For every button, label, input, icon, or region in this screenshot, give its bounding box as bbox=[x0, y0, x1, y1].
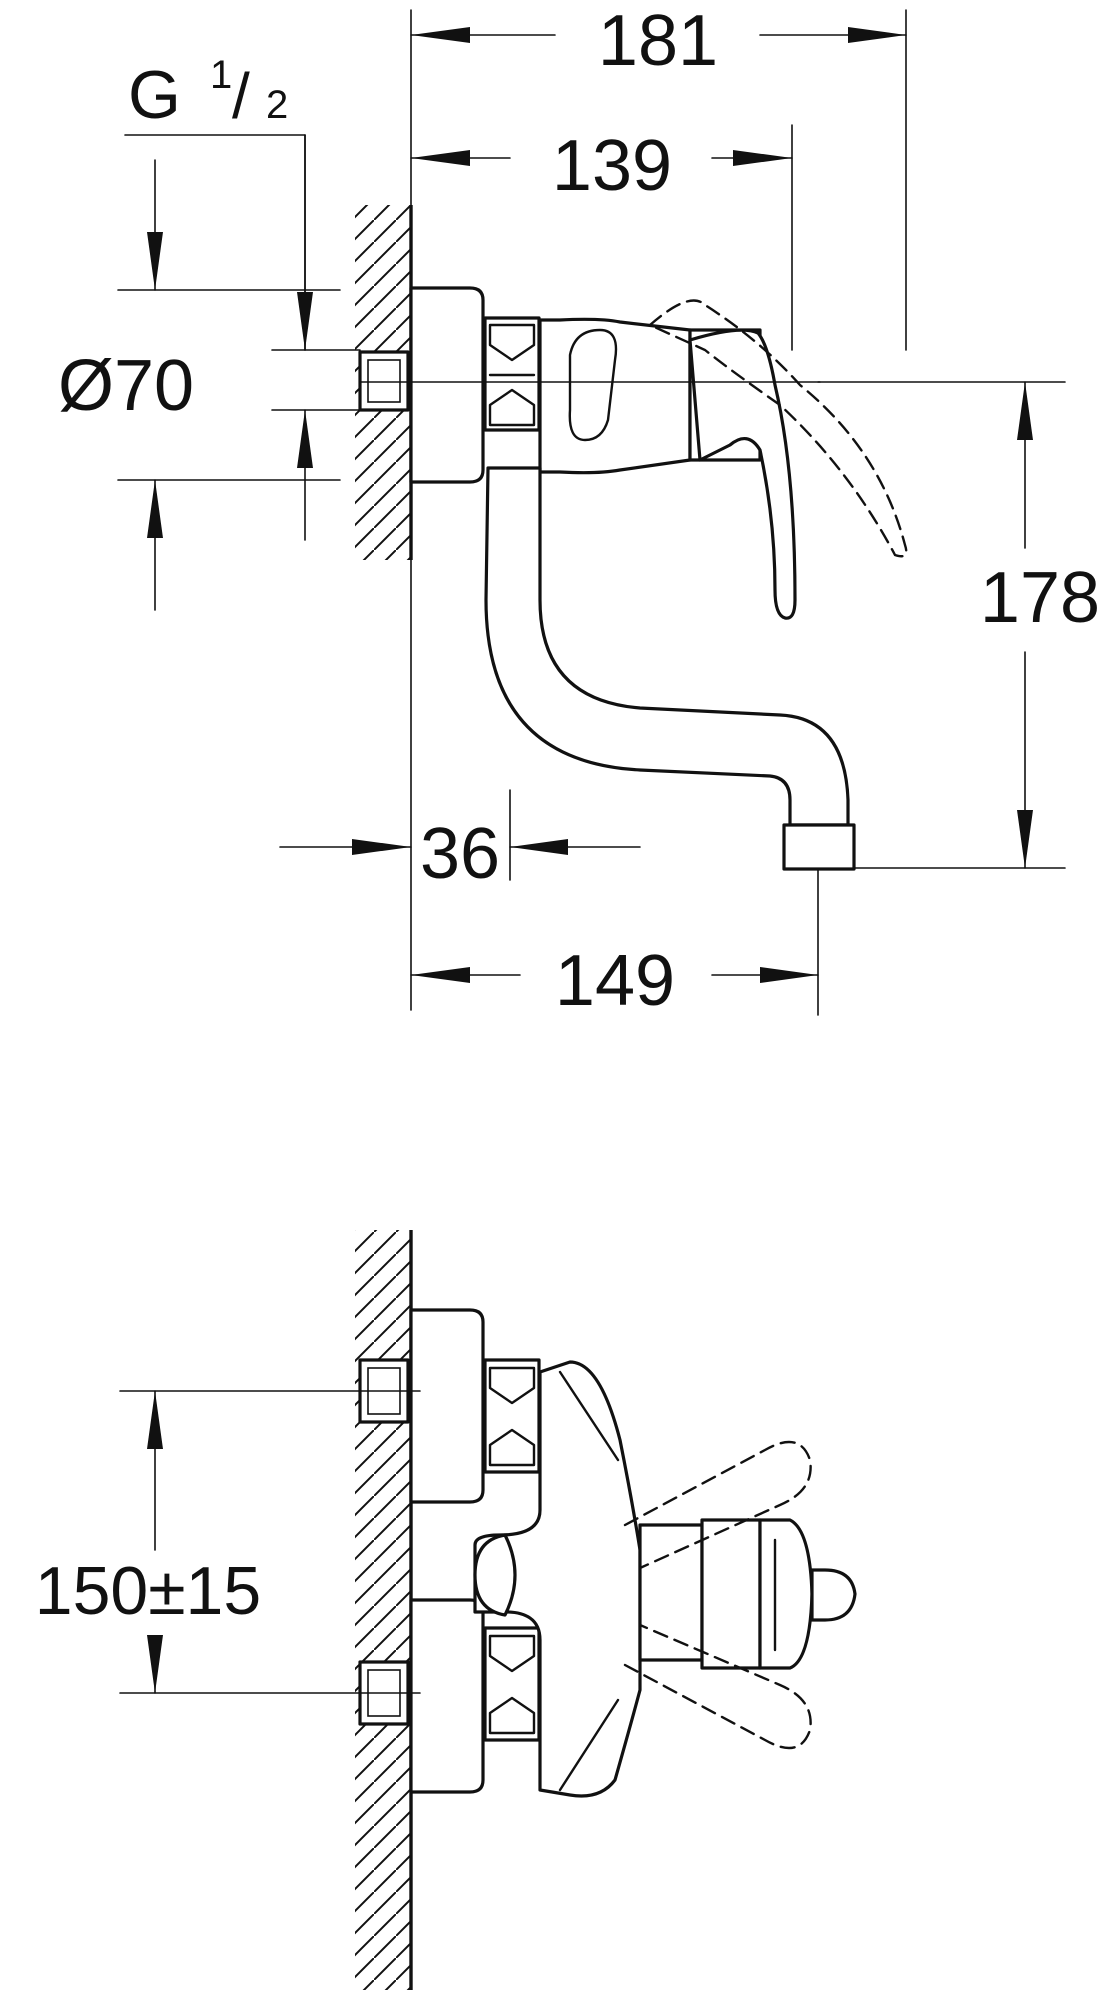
thread-prefix: G bbox=[128, 57, 181, 133]
dimension-139-label: 139 bbox=[552, 126, 672, 206]
wall-top bbox=[355, 1230, 413, 1990]
dimension-36-label: 36 bbox=[420, 814, 500, 894]
dimension-149: 149 bbox=[410, 941, 819, 1021]
inlet-upper bbox=[358, 1308, 541, 1504]
dimension-139: 139 bbox=[410, 126, 793, 206]
spout-side bbox=[484, 466, 856, 871]
nut-side bbox=[483, 316, 541, 432]
dimension-diameter-70-label: Ø70 bbox=[58, 346, 194, 426]
thread-fraction-separator: / bbox=[232, 60, 250, 132]
dimension-150: 150±15 bbox=[35, 1390, 261, 1694]
dimension-149-label: 149 bbox=[555, 941, 675, 1021]
dimension-178-label: 178 bbox=[980, 558, 1100, 638]
dimension-181: 181 bbox=[410, 1, 907, 81]
thread-callout: G 1 / 2 bbox=[128, 53, 313, 541]
dimension-150-label: 150±15 bbox=[35, 1553, 261, 1629]
thread-fraction-numerator: 1 bbox=[210, 53, 232, 97]
dimension-36: 36 bbox=[279, 814, 641, 894]
dimension-178: 178 bbox=[980, 381, 1100, 869]
top-view: 150±15 bbox=[35, 1230, 857, 1990]
rosette-side bbox=[409, 286, 485, 484]
thread-fraction-denominator: 2 bbox=[266, 83, 288, 127]
lever-alt-position-side bbox=[647, 299, 908, 558]
side-view: 181 139 G 1 / 2 Ø70 bbox=[58, 1, 1100, 1021]
mixer-body-top bbox=[473, 1360, 642, 1798]
lever-side bbox=[688, 328, 797, 620]
lever-hub-top bbox=[638, 1518, 857, 1670]
dimension-diameter-70: Ø70 bbox=[58, 159, 194, 611]
connector-side bbox=[358, 350, 410, 412]
dimension-181-label: 181 bbox=[598, 1, 718, 81]
